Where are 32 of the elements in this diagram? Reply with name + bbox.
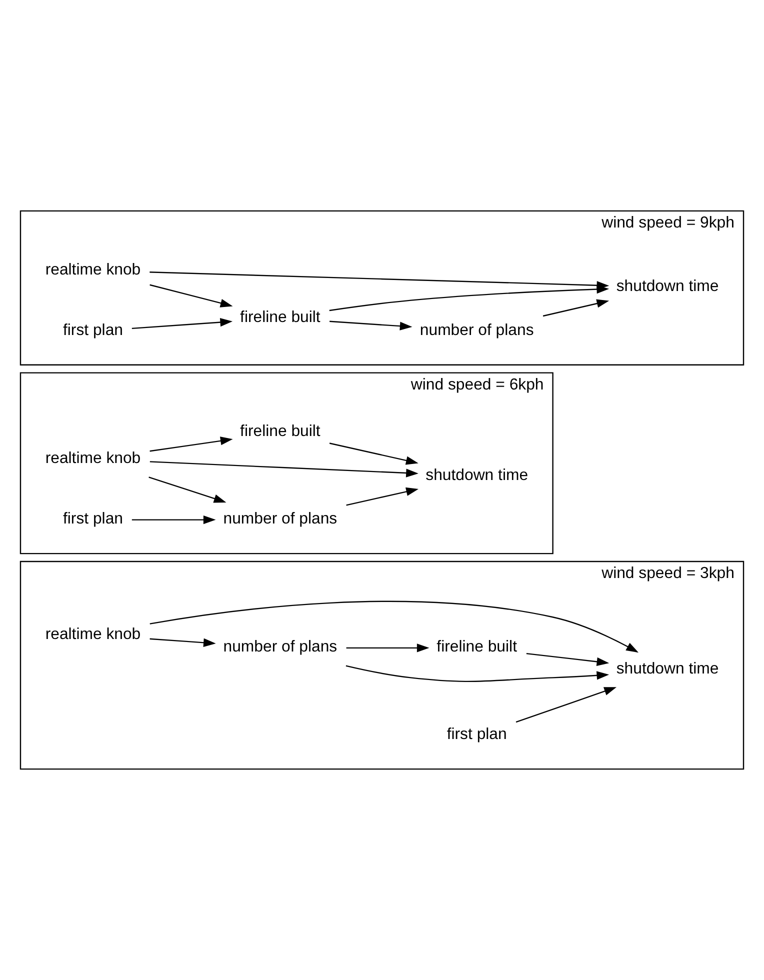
arrow <box>150 284 233 308</box>
arrow <box>132 515 216 524</box>
node-text: first plan <box>62 510 123 528</box>
arrow <box>329 442 418 465</box>
arrow <box>346 487 418 506</box>
arrow <box>150 436 233 452</box>
node-text: first plan <box>446 726 507 744</box>
node-text: fireline built <box>240 308 320 326</box>
node-text: number of plans <box>420 322 534 339</box>
arrow <box>132 318 233 330</box>
arrow <box>346 665 610 682</box>
arrow <box>526 652 610 666</box>
arrow <box>542 299 610 317</box>
arrow <box>330 320 412 330</box>
node-text: realtime knob <box>45 626 141 643</box>
arrow <box>148 476 226 503</box>
node-text: fireline built <box>436 638 518 656</box>
node-text: realtime knob <box>45 450 141 467</box>
arrow <box>516 687 617 723</box>
node-text: realtime knob <box>45 261 141 278</box>
arrow <box>346 644 430 652</box>
node-text: shutdown time <box>426 466 528 484</box>
node-text: fireline built <box>240 423 320 440</box>
arrow <box>150 461 418 478</box>
node-text: shutdown time <box>616 278 719 296</box>
node-text: first plan <box>62 322 123 339</box>
node-text: shutdown time <box>616 660 719 678</box>
node-text: number of plans <box>223 510 338 528</box>
arrow <box>150 638 216 647</box>
arrow <box>329 284 610 312</box>
node-text: number of plans <box>223 638 338 656</box>
arrow <box>150 600 639 653</box>
